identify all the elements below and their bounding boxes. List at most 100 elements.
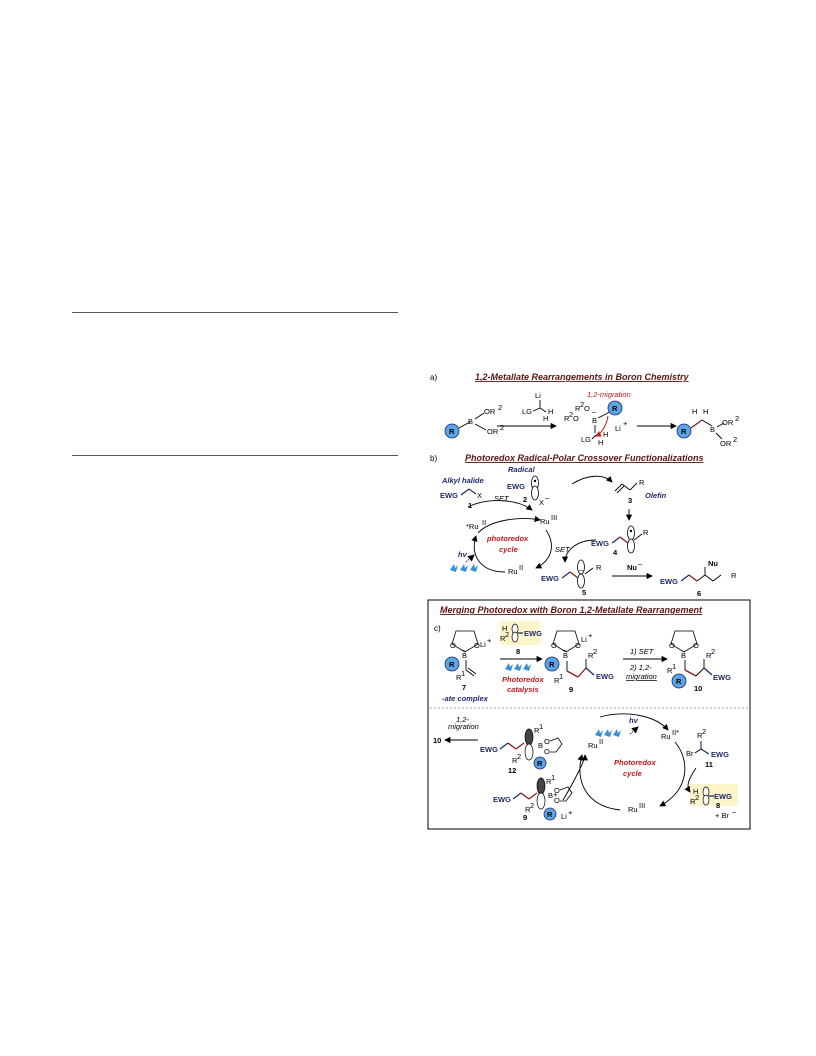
- svg-text:R: R: [676, 677, 682, 686]
- svg-text:+: +: [623, 419, 628, 428]
- svg-text:R: R: [534, 726, 540, 735]
- ru3-label: Ru: [540, 517, 550, 526]
- step-2-label: 2) 1,2-: [629, 663, 652, 672]
- ate-complex-label: -ate complex: [442, 694, 489, 703]
- migration-small-2: migration: [448, 722, 479, 731]
- radical-label: Radical: [508, 465, 536, 474]
- svg-text:R: R: [639, 478, 645, 487]
- light-photons-c1: [505, 663, 531, 671]
- svg-text:B: B: [468, 417, 473, 426]
- svg-text:–: –: [592, 407, 597, 416]
- svg-text:B: B: [548, 791, 553, 800]
- svg-text:2: 2: [498, 403, 502, 412]
- ru-star-label: *Ru: [466, 522, 479, 531]
- panel-b-title: Photoredox Radical-Polar Crossover Funct…: [465, 453, 704, 463]
- svg-text:EWG: EWG: [541, 574, 559, 583]
- horizontal-rule-bottom: [72, 455, 398, 456]
- svg-text:II: II: [482, 518, 486, 527]
- svg-text:B: B: [681, 651, 686, 660]
- svg-text:3: 3: [628, 496, 632, 505]
- svg-text:II*: II*: [672, 728, 679, 737]
- svg-text:2: 2: [735, 414, 739, 423]
- svg-text:1: 1: [672, 662, 676, 671]
- svg-text:B: B: [563, 651, 568, 660]
- svg-text:2: 2: [505, 630, 509, 639]
- svg-text:Ru: Ru: [628, 805, 638, 814]
- svg-text:Nu: Nu: [708, 559, 718, 568]
- panel-b: b) Photoredox Radical-Polar Crossover Fu…: [430, 453, 737, 598]
- svg-text:R: R: [575, 404, 581, 413]
- svg-text:Li: Li: [480, 640, 486, 649]
- bromide-anion-label: + Br: [715, 811, 729, 820]
- svg-text:8: 8: [516, 647, 520, 656]
- svg-text:R: R: [697, 731, 703, 740]
- svg-text:+: +: [553, 790, 558, 799]
- panel-a: a) 1,2-Metallate Rearrangements in Boron…: [430, 372, 739, 448]
- svg-text:OR: OR: [722, 418, 734, 427]
- svg-text:EWG: EWG: [591, 539, 609, 548]
- ru2-label: Ru: [508, 567, 518, 576]
- carbenoid-reagent: Li LG H H: [522, 391, 553, 423]
- svg-text:9: 9: [569, 685, 573, 694]
- svg-text:SET: SET: [494, 494, 510, 503]
- panel-c-label: c): [434, 624, 441, 633]
- svg-text:B: B: [538, 741, 543, 750]
- svg-text:R: R: [706, 651, 712, 660]
- light-photons-c2: [595, 729, 621, 737]
- svg-text:O: O: [573, 414, 579, 423]
- svg-text:2: 2: [569, 410, 573, 419]
- svg-text:R: R: [547, 810, 553, 819]
- svg-text:R: R: [449, 660, 455, 669]
- svg-text:12: 12: [508, 766, 516, 775]
- svg-text:2: 2: [695, 793, 699, 802]
- svg-text:EWG: EWG: [524, 629, 542, 638]
- svg-text:R: R: [537, 759, 543, 768]
- r-group-label: R: [449, 427, 455, 436]
- svg-text:EWG: EWG: [711, 750, 729, 759]
- svg-text:H: H: [502, 624, 507, 633]
- svg-text:7: 7: [462, 683, 466, 692]
- photoredox-catalysis-1: Photoredox: [502, 675, 544, 684]
- svg-text:B: B: [710, 425, 715, 434]
- svg-text:2: 2: [702, 727, 706, 736]
- svg-text:R: R: [596, 563, 602, 572]
- svg-text:O: O: [544, 737, 550, 746]
- svg-text:H: H: [703, 407, 708, 416]
- svg-text:EWG: EWG: [480, 745, 498, 754]
- svg-text:LG: LG: [581, 435, 591, 444]
- svg-text:2: 2: [523, 495, 527, 504]
- r-group-circle: [444, 423, 460, 439]
- svg-text:O: O: [554, 796, 560, 805]
- svg-text:1: 1: [468, 501, 472, 510]
- migration-label: 1,2-migration: [587, 390, 631, 399]
- svg-text:+: +: [568, 808, 573, 817]
- svg-text:8: 8: [716, 801, 720, 810]
- svg-text:EWG: EWG: [507, 482, 525, 491]
- svg-text:EWG: EWG: [660, 577, 678, 586]
- svg-text:1: 1: [559, 672, 563, 681]
- svg-text:EWG: EWG: [714, 792, 732, 801]
- photoredox-cycle-c-1: Photoredox: [614, 758, 656, 767]
- svg-text:2: 2: [500, 423, 504, 432]
- alkyl-halide-label: Alkyl halide: [441, 476, 484, 485]
- svg-text:2: 2: [530, 801, 534, 810]
- svg-text:EWG: EWG: [493, 795, 511, 804]
- svg-text:II: II: [519, 563, 523, 572]
- svg-text:–: –: [545, 493, 550, 502]
- radical-8-highlight: [690, 784, 738, 806]
- svg-text:H: H: [543, 414, 548, 423]
- svg-text:6: 6: [697, 589, 701, 598]
- svg-text:–: –: [562, 645, 567, 654]
- svg-text:1: 1: [539, 722, 543, 731]
- svg-text:X: X: [477, 491, 482, 500]
- svg-text:R: R: [525, 805, 531, 814]
- svg-text:–: –: [732, 807, 737, 816]
- svg-text:Li: Li: [561, 812, 567, 821]
- svg-text:Br: Br: [686, 749, 694, 758]
- svg-text:R: R: [643, 528, 649, 537]
- svg-text:Ru: Ru: [661, 732, 671, 741]
